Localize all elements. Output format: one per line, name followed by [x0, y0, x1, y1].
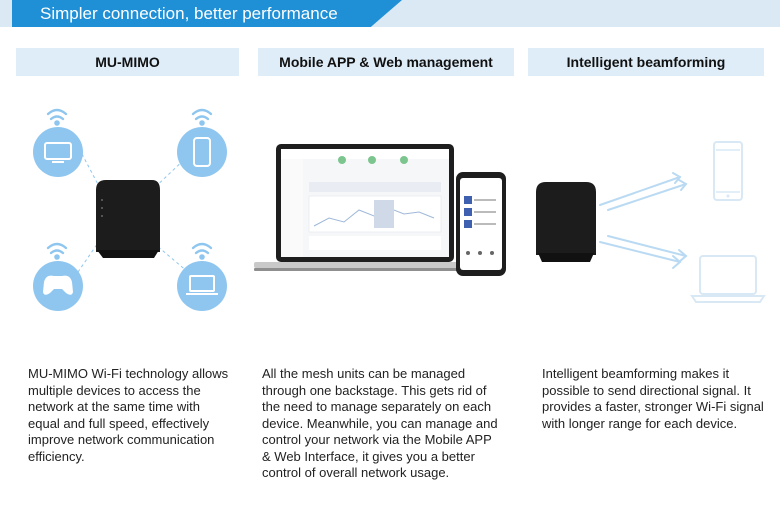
- smartphone-icon: [456, 172, 506, 276]
- section-banner: Simpler connection, better performance: [12, 0, 402, 27]
- router-icon: [96, 180, 160, 258]
- laptop-screen-icon: [254, 144, 476, 271]
- description-app-web-management: All the mesh units can be managed throug…: [262, 366, 498, 480]
- wifi-icon: [46, 242, 68, 260]
- heading-app-web-management: Mobile APP & Web management: [258, 48, 514, 76]
- smartphone-icon: [713, 141, 743, 201]
- laptop-icon: [177, 261, 227, 311]
- heading-mu-mimo: MU-MIMO: [16, 48, 239, 76]
- description-mu-mimo: MU-MIMO Wi-Fi technology allows multiple…: [28, 366, 229, 464]
- beamforming-illustration: [536, 141, 766, 303]
- wifi-icon: [191, 108, 213, 126]
- gamepad-icon: [33, 261, 83, 311]
- mu-mimo-illustration: [33, 108, 227, 311]
- heading-beamforming: Intelligent beamforming: [528, 48, 764, 76]
- router-icon: [536, 182, 596, 262]
- phone-icon: [177, 127, 227, 177]
- description-beamforming: Intelligent beamforming makes it possibl…: [542, 366, 764, 431]
- tv-icon: [33, 127, 83, 177]
- wifi-icon: [191, 242, 213, 260]
- beam-arrows-icon: [599, 172, 688, 269]
- laptop-icon: [690, 255, 766, 303]
- banner-title: Simpler connection, better performance: [40, 4, 338, 23]
- app-web-illustration: [254, 144, 506, 276]
- wifi-icon: [46, 108, 68, 126]
